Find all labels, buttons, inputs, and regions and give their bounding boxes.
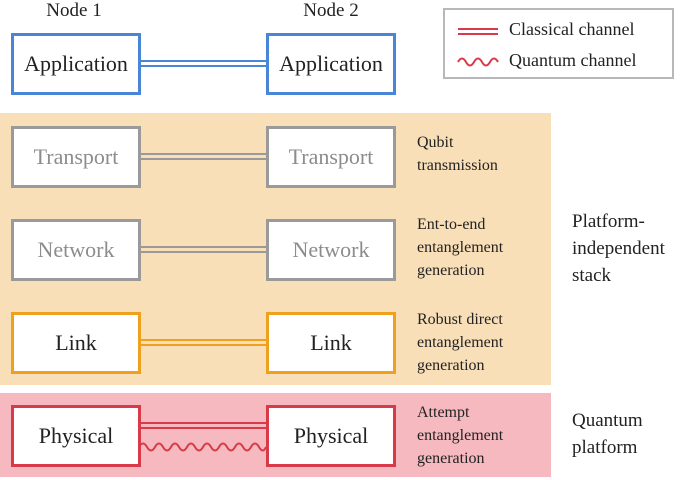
classical-channel-transport [139,153,266,160]
link-description-line: Robust direct [417,311,503,328]
physical-description-line: generation [417,450,485,467]
link-description: Robust direct entanglement generation [417,308,503,377]
link-description-line: generation [417,357,485,374]
classical-channel-network [139,246,266,253]
platform-independent-stack-label: Platform- independent stack [572,208,665,289]
quantum-channel-physical [138,442,267,452]
stack-label-line: Platform- [572,211,645,232]
node-2-title: Node 2 [303,0,359,21]
node-2-link-box: Link [266,312,396,374]
node-1-link-box: Link [11,312,141,374]
quantum-platform-label: Quantum platform [572,407,643,461]
link-description-line: entanglement [417,334,504,351]
node-1-title: Node 1 [46,0,102,21]
stack-label-line: independent [572,238,665,259]
network-description-line: entanglement [417,239,504,256]
stack-label-line: stack [572,265,612,286]
node-2-transport-box: Transport [266,126,396,188]
quantum-channel-legend-icon [457,57,499,67]
transport-description: Qubit transmission [417,131,498,177]
transport-description-line: transmission [417,157,498,174]
network-description-line: generation [417,262,485,279]
legend-symbols [457,28,499,67]
platform-label-line: Quantum [572,410,643,431]
classical-channel-physical [139,422,266,429]
network-description-line: Ent-to-end [417,216,486,233]
platform-label-line: platform [572,437,638,458]
classical-channel-legend-icon [458,28,498,35]
classical-channel-link [139,339,266,346]
node-1-physical-box: Physical [11,405,141,467]
physical-description-line: entanglement [417,427,504,444]
node-2-physical-box: Physical [266,405,396,467]
physical-description: Attempt entanglement generation [417,401,503,470]
node-2-network-box: Network [266,219,396,281]
transport-description-line: Qubit [417,134,454,151]
legend-quantum-label: Quantum channel [509,50,637,70]
node-1-application-box: Application [11,33,141,95]
classical-channel-application [139,60,266,67]
node-2-application-box: Application [266,33,396,95]
legend-classical-label: Classical channel [509,19,635,39]
node-1-network-box: Network [11,219,141,281]
network-description: Ent-to-end entanglement generation [417,213,503,282]
physical-description-line: Attempt [417,404,470,421]
legend: Classical channel Quantum channel [443,8,674,79]
node-1-transport-box: Transport [11,126,141,188]
